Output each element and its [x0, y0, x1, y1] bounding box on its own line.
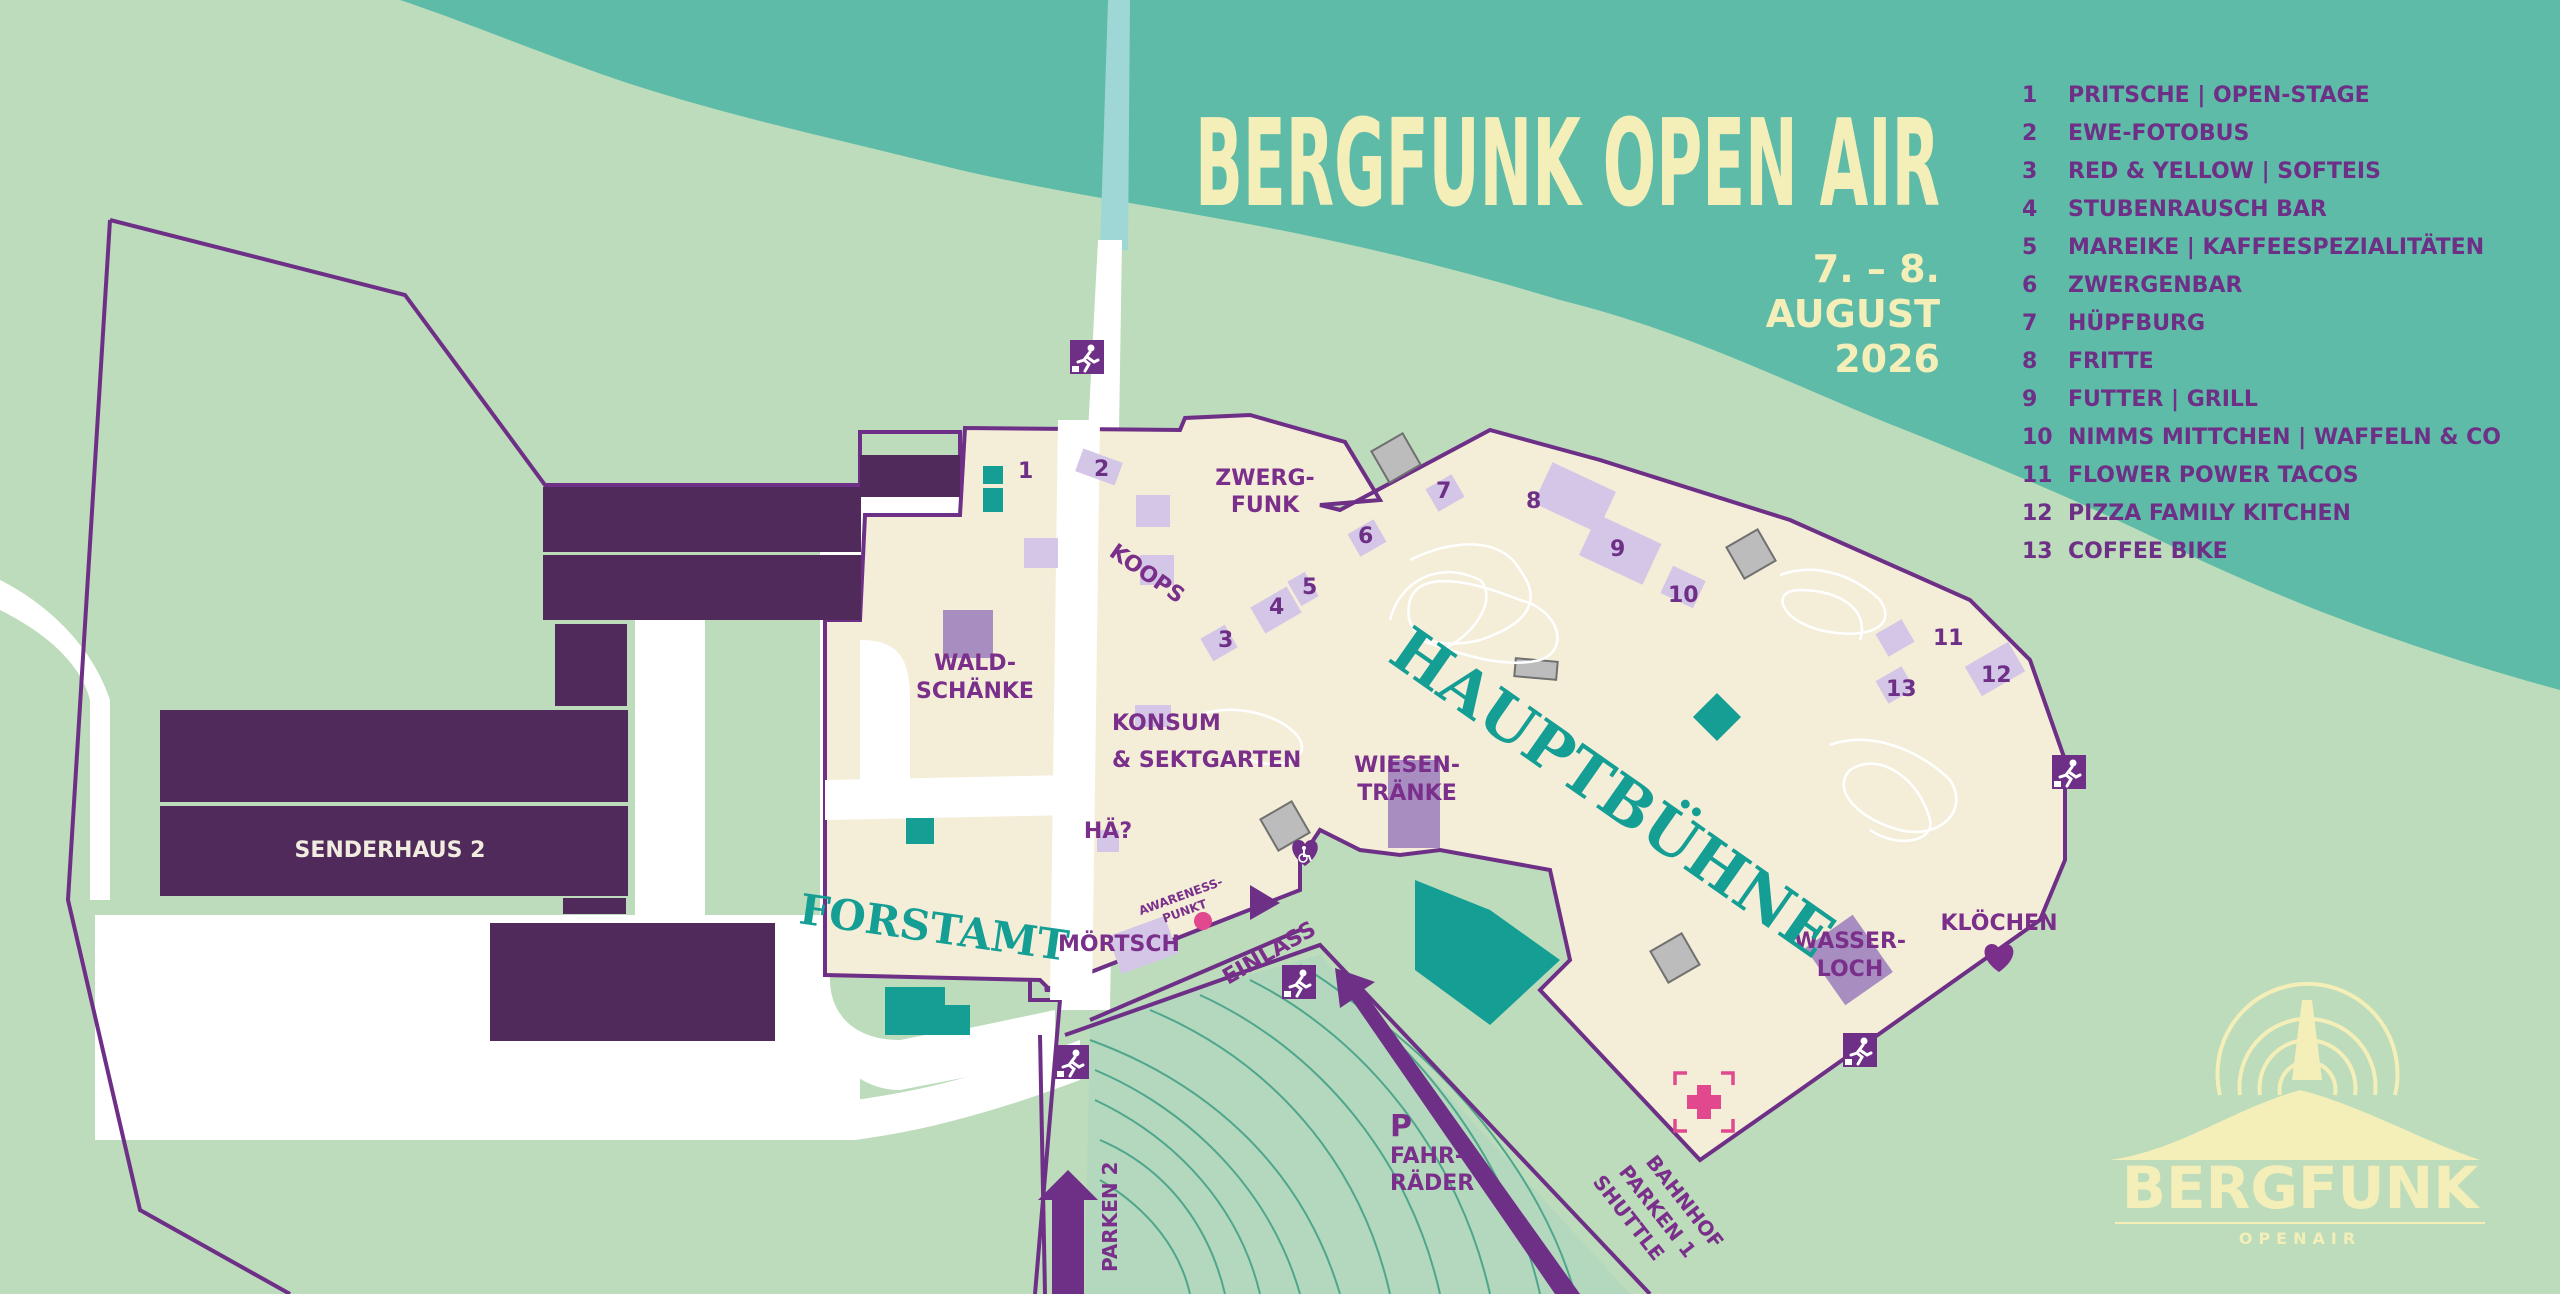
legend-number: 5	[2022, 235, 2037, 260]
stall-number-11: 11	[1933, 626, 1964, 651]
legend-number: 8	[2022, 349, 2037, 374]
heart-icon	[1984, 944, 2014, 972]
parken2-label: PARKEN 2	[1098, 1162, 1122, 1272]
stall-number-8: 8	[1526, 489, 1541, 514]
legend-label: FLOWER POWER TACOS	[2068, 463, 2359, 488]
stall-number-3: 3	[1218, 628, 1233, 653]
legend-number: 6	[2022, 273, 2037, 298]
internal-path	[1050, 420, 1100, 1000]
legend: 1 PRITSCHE | OPEN-STAGE 2 EWE-FOTOBUS 3 …	[2022, 83, 2501, 564]
legend-number: 13	[2022, 539, 2053, 564]
stall-number-12: 12	[1981, 663, 2012, 688]
date-line-2: AUGUST	[1766, 292, 1941, 336]
stall-number-7: 7	[1436, 479, 1451, 504]
date-line-3: 2026	[1834, 337, 1940, 381]
green-patch	[705, 620, 820, 780]
legend-label: FRITTE	[2068, 349, 2154, 374]
legend-number: 1	[2022, 83, 2037, 108]
legend-label: PRITSCHE | OPEN-STAGE	[2068, 83, 2370, 108]
senderhaus-label: SENDERHAUS 2	[295, 838, 486, 863]
fahrraeder-label-1: FAHR-	[1390, 1144, 1464, 1169]
legend-label: ZWERGENBAR	[2068, 273, 2242, 298]
waldschaenke-label-1: WALD-	[934, 651, 1016, 676]
stalls-dark	[943, 610, 1893, 1006]
stall-number-4: 4	[1269, 595, 1284, 620]
parking-symbol: P	[1390, 1109, 1412, 1144]
legend-label: STUBENRAUSCH BAR	[2068, 197, 2327, 222]
stall-number-10: 10	[1668, 583, 1699, 608]
stream	[1100, 0, 1130, 250]
stall-numbers: 1 2 3 4 5 6 7 8 9 10 11 12 13	[1018, 457, 2012, 702]
emergency-exit-icon	[1841, 1031, 1879, 1069]
first-aid-icon	[1673, 1071, 1735, 1133]
legend-number: 7	[2022, 311, 2037, 336]
zwergfunk-label-1: ZWERG-	[1215, 466, 1314, 491]
konsum-label-1: KONSUM	[1112, 711, 1221, 736]
festival-ground	[823, 412, 2067, 1163]
legend-label: RED & YELLOW | SOFTEIS	[2068, 159, 2381, 184]
legend-number: 3	[2022, 159, 2037, 184]
moertsch-label: MÖRTSCH	[1058, 931, 1180, 957]
legend-number: 2	[2022, 121, 2037, 146]
decorative-scribbles	[1199, 543, 1958, 843]
entrance-path-2	[1064, 942, 1652, 1294]
logo-subtitle: OPENAIR	[2239, 1229, 2361, 1248]
legend-label: NIMMS MITTCHEN | WAFFELN & CO	[2068, 425, 2501, 450]
legend-label: MAREIKE | KAFFEESPEZIALITÄTEN	[2068, 234, 2484, 260]
wheelchair-icon	[1292, 840, 1318, 866]
legend-number: 9	[2022, 387, 2037, 412]
entrance-path	[1038, 1034, 1047, 1294]
stall-number-6: 6	[1358, 524, 1373, 549]
entrance-path-3	[1089, 928, 1301, 1022]
legend-label: PIZZA FAMILY KITCHEN	[2068, 501, 2351, 526]
stall-number-2: 2	[1094, 457, 1109, 482]
emergency-exit-icon	[1053, 1043, 1091, 1081]
venue-boundary-west	[65, 219, 291, 1294]
lake	[400, 0, 2560, 690]
bergfunk-logo: BERGFUNK OPENAIR	[2110, 981, 2485, 1248]
wiesentraenke-label-2: TRÄNKE	[1357, 780, 1456, 806]
emergency-exit-icon	[2050, 753, 2088, 791]
kloechen-label: KLÖCHEN	[1941, 910, 2058, 936]
stalls	[1024, 448, 2026, 975]
wasserloch-label-1: WASSER-	[1794, 929, 1906, 954]
stall-number-13: 13	[1886, 677, 1917, 702]
zwergfunk-label-2: FUNK	[1231, 493, 1300, 518]
arrow-bahnhof	[1335, 968, 1580, 1294]
logo-name: BERGFUNK	[2122, 1154, 2480, 1222]
arrow-parken2	[1038, 1170, 1098, 1294]
stall-number-9: 9	[1610, 537, 1625, 562]
internal-path-h	[825, 775, 1075, 820]
legend-number: 11	[2022, 463, 2053, 488]
wiesentraenke-label-1: WIESEN-	[1354, 753, 1460, 778]
legend-number: 10	[2022, 425, 2053, 450]
hae-label: HÄ?	[1084, 818, 1132, 844]
emergency-exit-icon	[1280, 963, 1318, 1001]
legend-number: 4	[2022, 197, 2037, 222]
venue-boundary	[109, 218, 1063, 1294]
arrow-einlass	[1250, 885, 1280, 920]
teal-structures	[885, 466, 1742, 1035]
bike-parking-meadow	[1085, 955, 1630, 1294]
page-title: BERGFUNK OPEN AIR	[1195, 95, 1940, 234]
legend-label: COFFEE BIKE	[2068, 539, 2228, 564]
stall-number-5: 5	[1302, 575, 1317, 600]
legend-label: EWE-FOTOBUS	[2068, 121, 2249, 146]
grey-structures	[1259, 432, 1777, 984]
buildings	[160, 455, 960, 1041]
legend-label: FUTTER | GRILL	[2068, 387, 2258, 412]
date-line-1: 7. – 8.	[1813, 247, 1940, 291]
wasserloch-label-2: LOCH	[1817, 957, 1884, 982]
internal-path-waldschaenke	[860, 640, 910, 780]
legend-label: HÜPFBURG	[2068, 310, 2205, 336]
konsum-label-2: & SEKTGARTEN	[1112, 748, 1301, 773]
awareness-point-marker	[1194, 912, 1212, 930]
stall-number-1: 1	[1018, 459, 1033, 484]
emergency-exit-icon	[1068, 338, 1106, 376]
legend-number: 12	[2022, 501, 2053, 526]
fahrraeder-label-2: RÄDER	[1390, 1170, 1474, 1196]
waldschaenke-label-2: SCHÄNKE	[916, 678, 1034, 704]
